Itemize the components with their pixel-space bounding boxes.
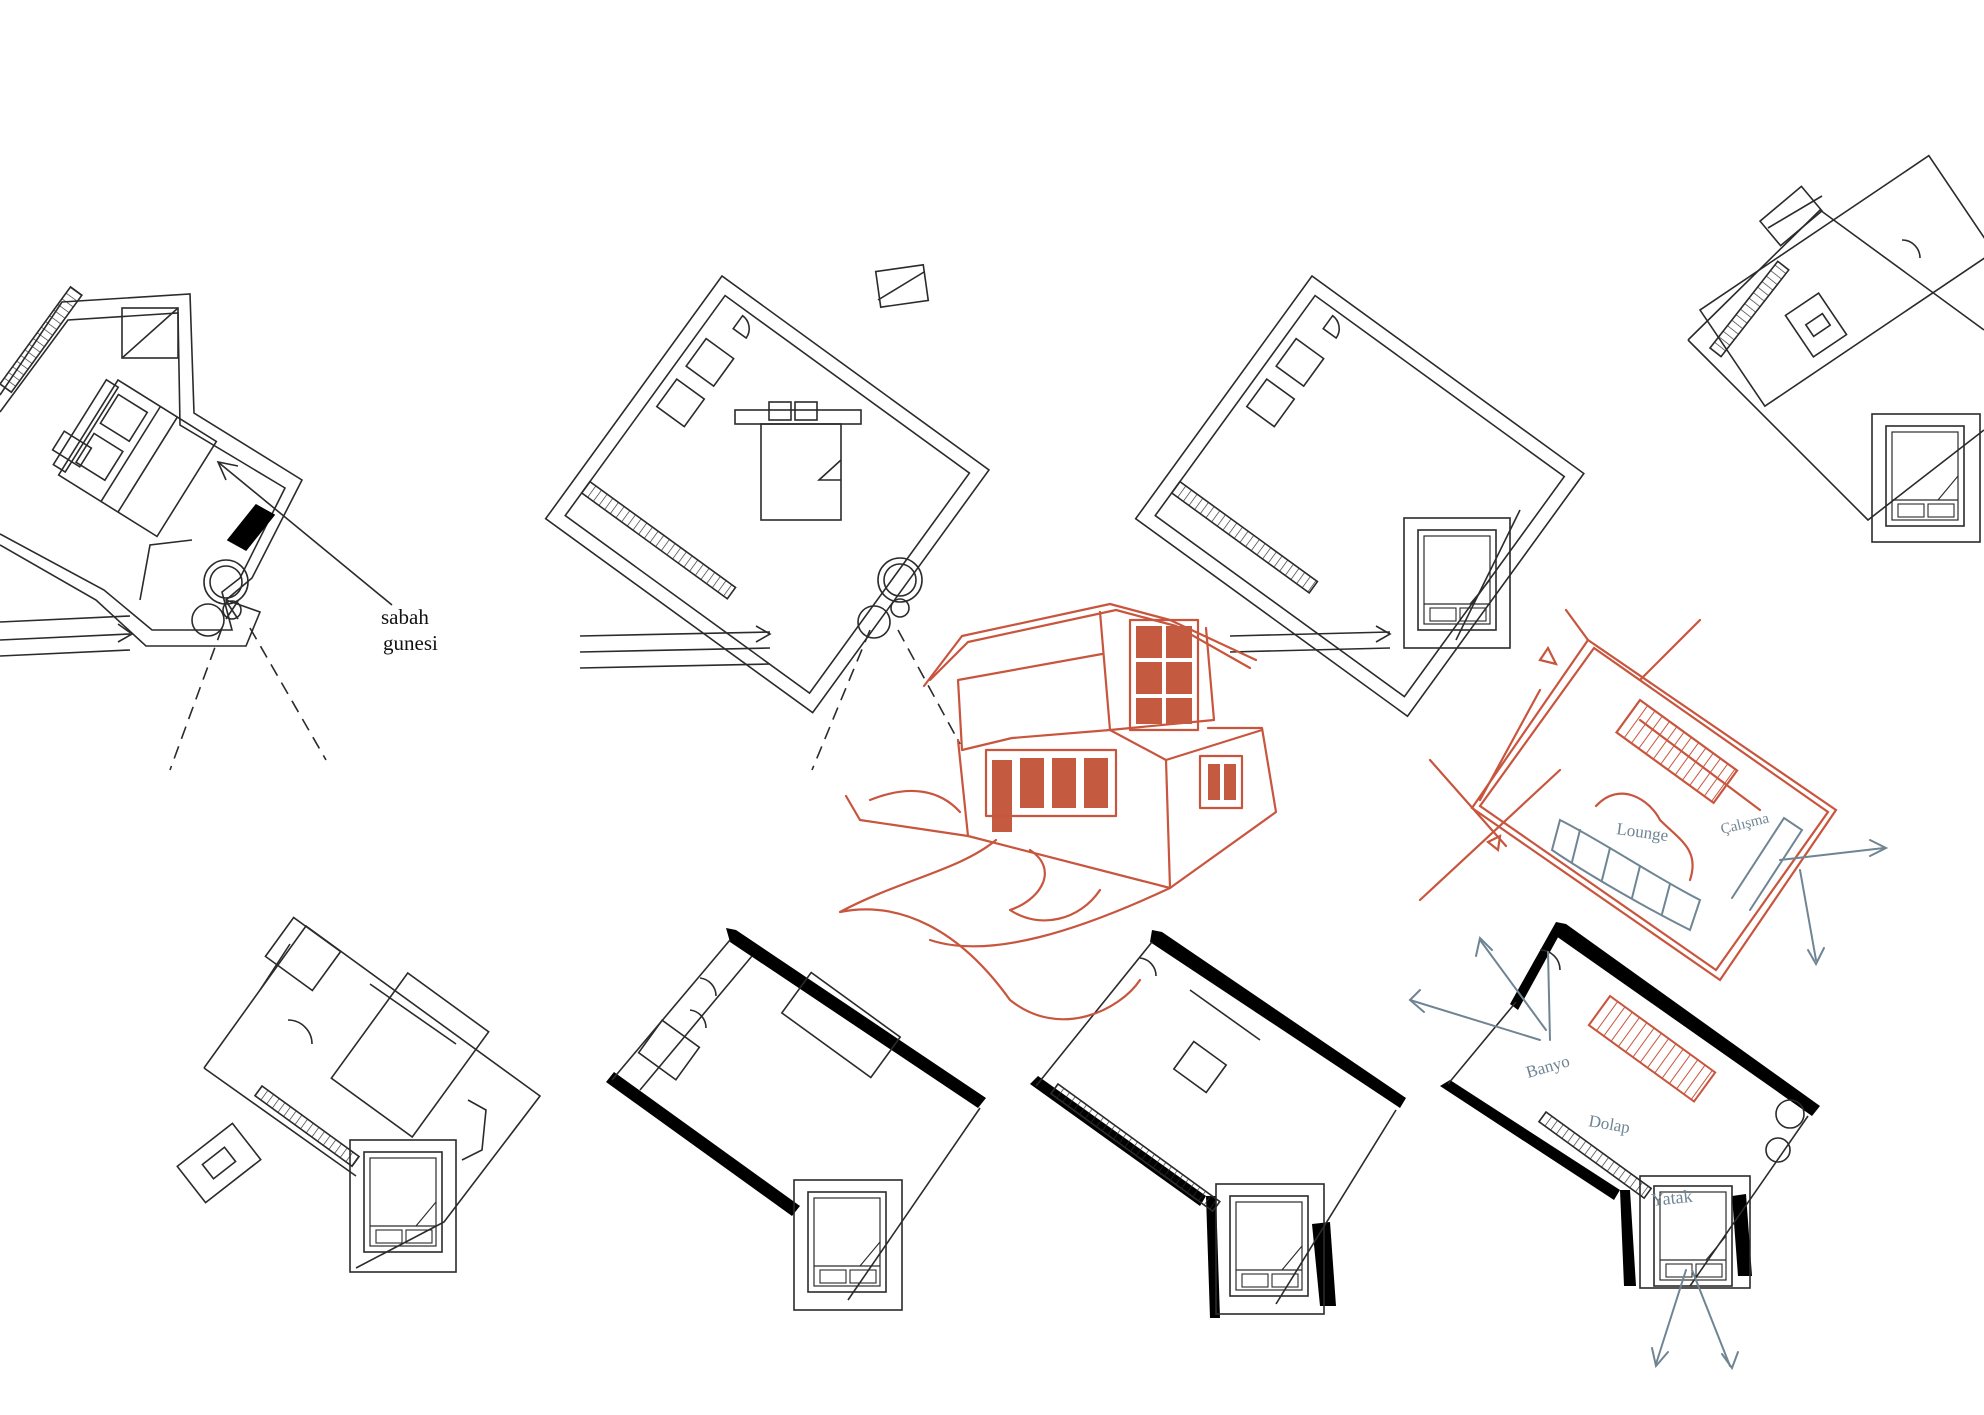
- floor-plan-8: [1440, 922, 1820, 1289]
- floor-plan-3: [1134, 274, 1585, 718]
- sun-label-line2: gunesi: [383, 631, 438, 655]
- label-banyo: Banyo: [1524, 1051, 1572, 1081]
- label-lounge: Lounge: [1615, 819, 1669, 845]
- plan-sketch-red: [1418, 608, 1838, 982]
- blue-annotations: [1408, 816, 1889, 1371]
- floor-plan-1: [0, 285, 393, 771]
- floor-plan-5: [176, 916, 542, 1273]
- label-yatak: Yatak: [1650, 1186, 1693, 1210]
- floor-plan-6: [606, 928, 986, 1311]
- label-dolap: Dolap: [1587, 1111, 1631, 1137]
- label-calisma: Çalışma: [1719, 810, 1771, 838]
- house-perspective-sketch: [838, 602, 1278, 1021]
- floor-plan-2: [544, 263, 991, 771]
- floor-plan-7: [1030, 930, 1406, 1318]
- sun-label-line1: sabah: [381, 605, 429, 629]
- floor-plan-4: [1687, 154, 1984, 543]
